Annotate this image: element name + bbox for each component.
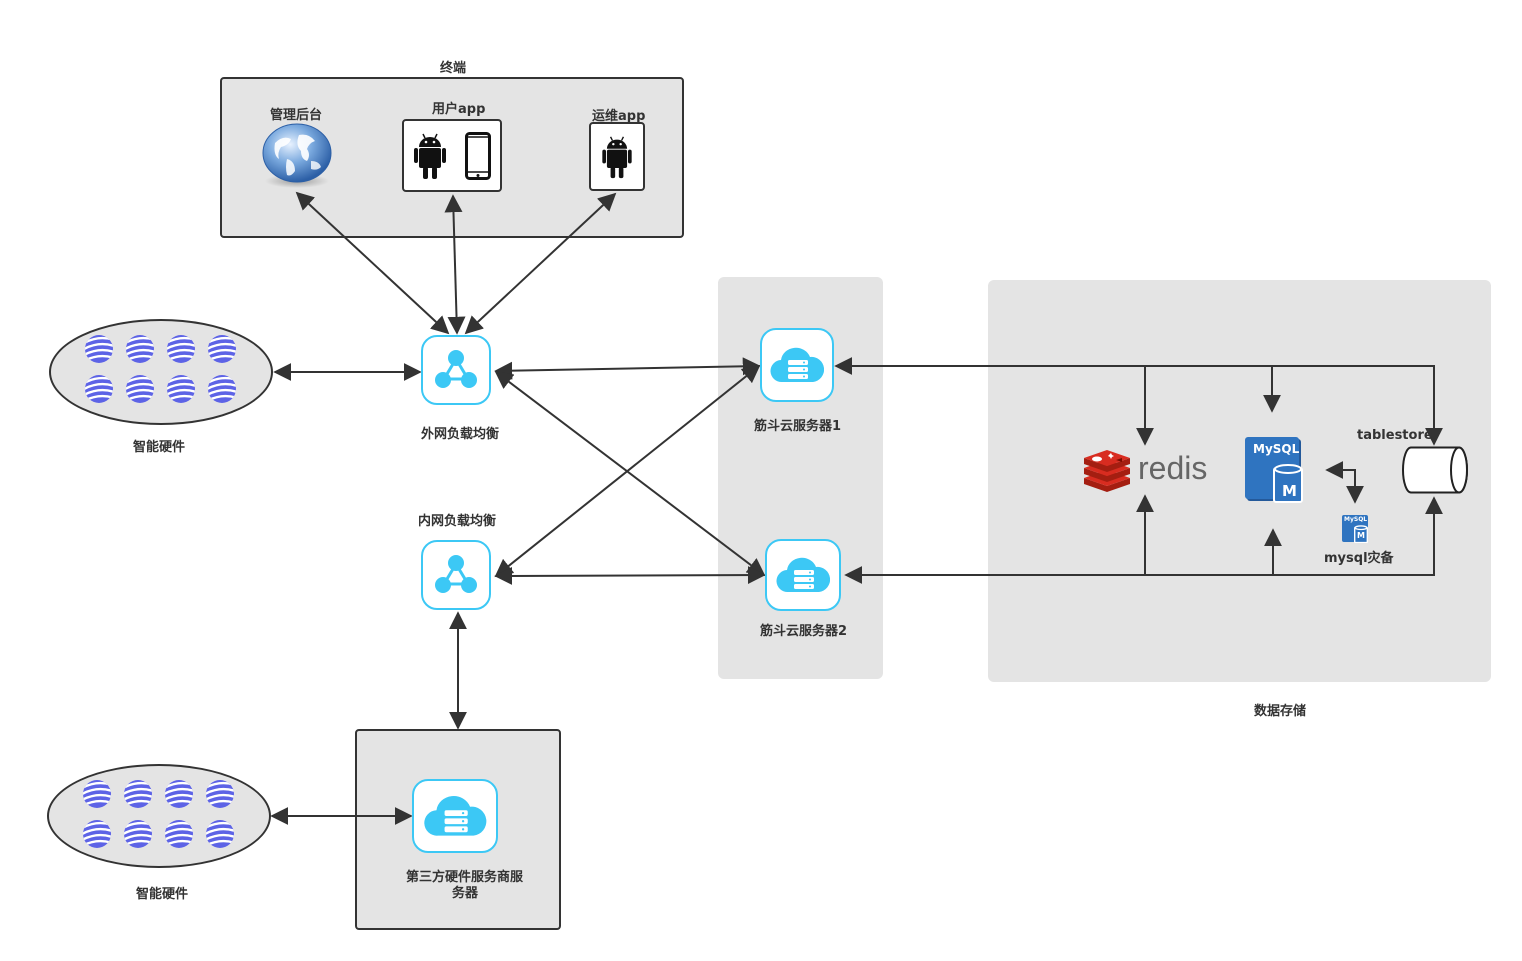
- smart-device-icon: [125, 374, 155, 404]
- edge-storage-bus-bottom: [844, 496, 1443, 584]
- mysql-backup-text: MySQL: [1344, 516, 1368, 523]
- hardware-top-label: 智能硬件: [133, 440, 186, 455]
- android-icon: [602, 136, 632, 178]
- user-app-label: 用户app: [432, 102, 486, 117]
- edge-mysql-backup: [1325, 461, 1364, 504]
- redis-label: redis: [1138, 450, 1208, 486]
- smart-device-icon: [84, 374, 114, 404]
- hardware-bottom-label: 智能硬件: [136, 887, 189, 902]
- terminal-group-title: 终端: [440, 61, 467, 76]
- server-1-label: 筋斗云服务器1: [754, 419, 842, 434]
- tablestore-label: tablestore: [1357, 428, 1433, 443]
- smart-device-icon: [164, 819, 194, 849]
- internal-lb-label: 内网负载均衡: [418, 514, 497, 529]
- hardware-cluster-bottom[interactable]: [47, 764, 271, 868]
- mysql-backup-label: mysql灾备: [1324, 551, 1394, 566]
- server-2-label: 筋斗云服务器2: [760, 624, 848, 639]
- user-app-box[interactable]: [402, 119, 502, 192]
- server-2[interactable]: [765, 539, 841, 611]
- third-party-label-line2: 务器: [452, 886, 479, 901]
- smart-device-icon: [205, 779, 235, 809]
- edge-storage-bus-top: [834, 357, 1443, 446]
- admin-label: 管理后台: [270, 108, 323, 123]
- cloud-server-icon: [776, 557, 830, 593]
- android-icon: [413, 133, 446, 179]
- globe-icon[interactable]: [261, 121, 333, 191]
- third-party-server[interactable]: [412, 779, 498, 853]
- load-balancer-icon: [435, 350, 477, 388]
- smart-device-icon: [166, 374, 196, 404]
- mysql-backup-node[interactable]: MySQL M: [1342, 515, 1370, 543]
- smart-device-icon: [164, 779, 194, 809]
- smart-device-icon: [84, 334, 114, 364]
- smart-device-icon: [123, 819, 153, 849]
- edge-userapp-extlb: [444, 194, 466, 335]
- hardware-cluster-top[interactable]: [49, 319, 273, 425]
- edge-intlb-server1: [494, 364, 761, 578]
- redis-icon: [1084, 450, 1130, 492]
- external-load-balancer[interactable]: [421, 335, 491, 405]
- mysql-badge: M: [1282, 482, 1297, 500]
- cylinder-icon: [1402, 446, 1468, 494]
- mysql-icon: [1354, 525, 1368, 543]
- smartphone-icon: [464, 131, 491, 180]
- load-balancer-icon: [435, 555, 477, 593]
- redis-node[interactable]: redis: [1082, 450, 1212, 494]
- external-lb-label: 外网负载均衡: [421, 427, 500, 442]
- mysql-backup-badge: M: [1357, 531, 1365, 540]
- smart-device-icon: [207, 374, 237, 404]
- edge-opsapp-extlb: [464, 192, 617, 335]
- data-storage-title: 数据存储: [1254, 704, 1307, 719]
- cloud-server-icon: [424, 796, 487, 836]
- mysql-label: MySQL: [1253, 442, 1300, 456]
- smart-device-icon: [207, 334, 237, 364]
- smart-device-icon: [123, 779, 153, 809]
- third-party-label-line1: 第三方硬件服务商服: [406, 870, 524, 885]
- smart-device-icon: [125, 334, 155, 364]
- mysql-node[interactable]: MySQL M: [1245, 437, 1303, 503]
- tablestore-node[interactable]: [1401, 446, 1469, 494]
- ops-app-box[interactable]: [589, 122, 645, 191]
- ops-app-label: 运维app: [592, 109, 646, 124]
- edge-intlb-server2: [494, 566, 766, 585]
- smart-device-icon: [82, 779, 112, 809]
- internal-load-balancer[interactable]: [421, 540, 491, 610]
- edge-admin-extlb: [295, 191, 450, 335]
- smart-device-icon: [82, 819, 112, 849]
- smart-device-icon: [205, 819, 235, 849]
- edge-extlb-server1: [494, 357, 761, 380]
- mysql-icon: [1273, 464, 1303, 503]
- server-1[interactable]: [760, 328, 834, 402]
- cloud-server-icon: [770, 347, 824, 383]
- smart-device-icon: [166, 334, 196, 364]
